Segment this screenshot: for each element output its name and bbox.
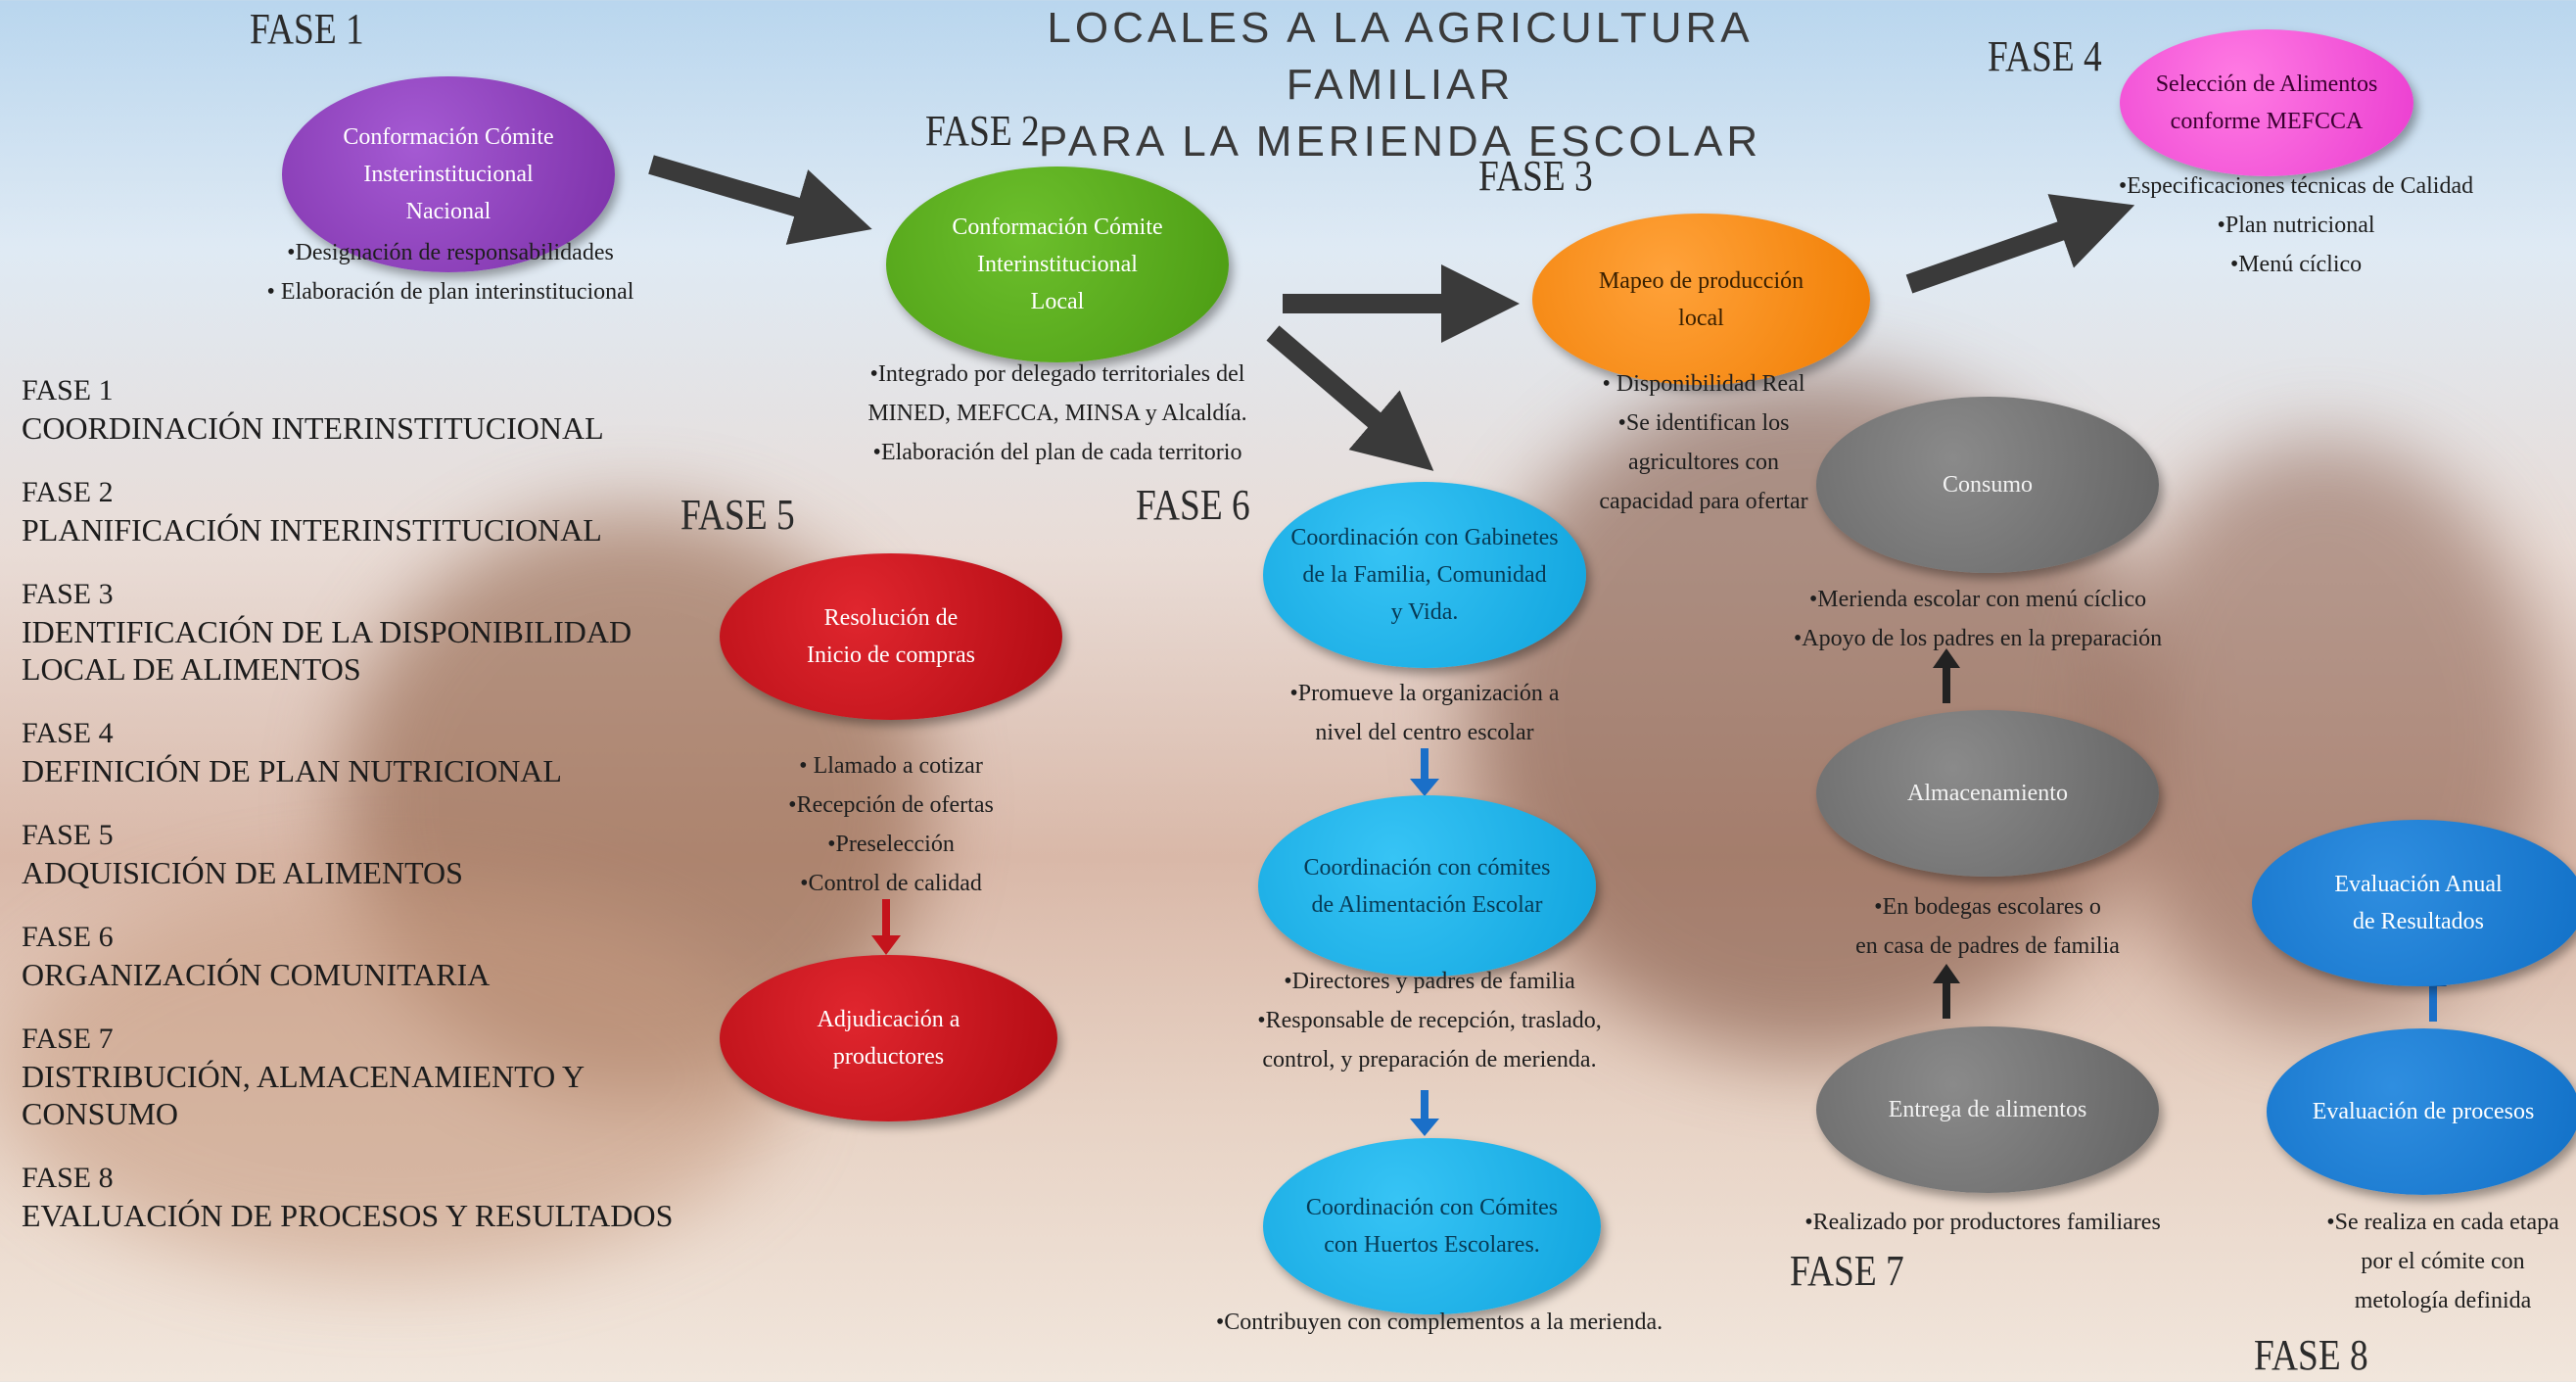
node-evaluacion-anual-label: Evaluación Anual de Resultados xyxy=(2334,872,2503,934)
phase-label-4: FASE 4 xyxy=(1988,32,2102,80)
node-entrega: Entrega de alimentos xyxy=(1816,1026,2159,1193)
phase-label-6: FASE 6 xyxy=(1136,481,1250,529)
phase-label-1: FASE 1 xyxy=(250,5,364,53)
legend-item-desc: ADQUISICIÓN DE ALIMENTOS xyxy=(22,855,463,890)
phase-label-3: FASE 3 xyxy=(1478,152,1593,200)
legend-item-number: FASE 2 xyxy=(22,476,114,508)
legend-item-desc: PLANIFICACIÓN INTERINSTITUCIONAL xyxy=(22,512,602,548)
node-comite-nacional: Conformación Cómite Insterinstitucional … xyxy=(282,76,615,272)
legend-item-number: FASE 8 xyxy=(22,1162,114,1194)
node-almacenamiento: Almacenamiento xyxy=(1816,710,2159,877)
node-consumo: Consumo xyxy=(1816,397,2159,573)
note-fase3: • Disponibilidad Real •Se identifican lo… xyxy=(1599,371,1808,514)
node-evaluacion-procesos: Evaluación de procesos xyxy=(2267,1028,2576,1195)
legend-item: FASE 6 ORGANIZACIÓN COMUNITARIA xyxy=(22,919,673,993)
title-line-2: PARA LA MERIENDA ESCOLAR xyxy=(1038,118,1762,166)
node-comite-local-label: Conformación Cómite Interinstitucional L… xyxy=(952,214,1163,314)
legend-item: FASE 2 PLANIFICACIÓN INTERINSTITUCIONAL xyxy=(22,474,673,548)
legend-item: FASE 7 DISTRIBUCIÓN, ALMACENAMIENTO Y CO… xyxy=(22,1021,673,1132)
legend-item-number: FASE 4 xyxy=(22,717,114,749)
phase-legend: FASE 1 COORDINACIÓN INTERINSTITUCIONAL F… xyxy=(22,372,673,1234)
node-adjudicacion-label: Adjudicación a productores xyxy=(817,1007,960,1070)
diagram-title: LOCALES A LA AGRICULTURA FAMILIAR PARA L… xyxy=(979,0,1821,170)
note-gabinetes: •Promueve la organización a nivel del ce… xyxy=(1289,681,1560,745)
node-consumo-label: Consumo xyxy=(1942,472,2033,498)
node-seleccion-label: Selección de Alimentos conforme MEFCCA xyxy=(2155,71,2378,134)
node-seleccion: Selección de Alimentos conforme MEFCCA xyxy=(2120,29,2413,176)
legend-item-number: FASE 7 xyxy=(22,1023,114,1055)
legend-item-desc: COORDINACIÓN INTERINSTITUCIONAL xyxy=(22,410,604,446)
note-fase1: •Designación de responsabilidades • Elab… xyxy=(266,240,634,305)
legend-item-desc: DEFINICIÓN DE PLAN NUTRICIONAL xyxy=(22,753,562,788)
title-line-1: LOCALES A LA AGRICULTURA FAMILIAR xyxy=(1047,4,1754,109)
legend-item-number: FASE 3 xyxy=(22,578,114,610)
legend-item-desc: IDENTIFICACIÓN DE LA DISPONIBILIDAD LOCA… xyxy=(22,614,632,687)
node-resolucion: Resolución de Inicio de compras xyxy=(720,553,1062,720)
legend-item-number: FASE 6 xyxy=(22,921,114,953)
note-entrega: •Realizado por productores familiares xyxy=(1804,1210,2161,1235)
note-fase4: •Especificaciones técnicas de Calidad •P… xyxy=(2118,173,2474,277)
legend-item-desc: DISTRIBUCIÓN, ALMACENAMIENTO Y CONSUMO xyxy=(22,1059,585,1131)
legend-item: FASE 5 ADQUISICIÓN DE ALIMENTOS xyxy=(22,817,673,891)
legend-item: FASE 4 DEFINICIÓN DE PLAN NUTRICIONAL xyxy=(22,715,673,789)
phase-label-7: FASE 7 xyxy=(1790,1247,1904,1295)
legend-item-desc: EVALUACIÓN DE PROCESOS Y RESULTADOS xyxy=(22,1198,674,1233)
node-entrega-label: Entrega de alimentos xyxy=(1888,1097,2087,1122)
legend-item: FASE 8 EVALUACIÓN DE PROCESOS Y RESULTAD… xyxy=(22,1160,673,1234)
legend-item: FASE 1 COORDINACIÓN INTERINSTITUCIONAL xyxy=(22,372,673,447)
legend-item-desc: ORGANIZACIÓN COMUNITARIA xyxy=(22,957,491,992)
legend-item-number: FASE 1 xyxy=(22,374,114,406)
node-comite-local: Conformación Cómite Interinstitucional L… xyxy=(886,167,1229,362)
node-evaluacion-anual: Evaluación Anual de Resultados xyxy=(2252,820,2576,986)
node-gabinetes: Coordinación con Gabinetes de la Familia… xyxy=(1263,482,1586,668)
arrow-fase1-to-fase2 xyxy=(648,155,872,245)
phase-label-8: FASE 8 xyxy=(2254,1331,2368,1379)
note-evaluacion: •Se realiza en cada etapa por el cómite … xyxy=(2326,1210,2559,1313)
node-huertos: Coordinación con Cómites con Huertos Esc… xyxy=(1263,1138,1601,1314)
node-resolucion-label: Resolución de Inicio de compras xyxy=(807,605,975,668)
node-alimentacion-label: Coordinación con cómites de Alimentación… xyxy=(1303,854,1551,918)
node-mapeo-label: Mapeo de producción local xyxy=(1598,267,1804,331)
node-evaluacion-procesos-label: Evaluación de procesos xyxy=(2312,1099,2535,1124)
note-alimentacion: •Directores y padres de familia •Respons… xyxy=(1257,969,1602,1072)
arrow-fase2-to-fase6 xyxy=(1266,325,1434,471)
node-huertos-label: Coordinación con Cómites con Huertos Esc… xyxy=(1305,1195,1559,1258)
legend-item-number: FASE 5 xyxy=(22,819,114,851)
arrow-fase3-to-fase4 xyxy=(1905,194,2135,294)
legend-item: FASE 3 IDENTIFICACIÓN DE LA DISPONIBILID… xyxy=(22,576,673,688)
node-mapeo: Mapeo de producción local xyxy=(1532,214,1870,385)
background-blur xyxy=(0,882,783,1273)
note-almacenamiento: •En bodegas escolares o en casa de padre… xyxy=(1855,894,2120,959)
note-fase5: • Llamado a cotizar •Recepción de oferta… xyxy=(788,753,994,896)
node-comite-nacional-label: Conformación Cómite Insterinstitucional … xyxy=(343,124,554,224)
note-fase2: •Integrado por delegado territoriales de… xyxy=(867,361,1247,465)
node-almacenamiento-label: Almacenamiento xyxy=(1907,781,2068,806)
note-consumo: •Merienda escolar con menú cíclico •Apoy… xyxy=(1793,587,2163,651)
phase-label-2: FASE 2 xyxy=(925,107,1040,155)
phase-label-5: FASE 5 xyxy=(680,491,795,539)
node-alimentacion: Coordinación con cómites de Alimentación… xyxy=(1258,795,1596,977)
node-gabinetes-label: Coordinación con Gabinetes de la Familia… xyxy=(1290,525,1559,625)
note-huertos: •Contribuyen con complementos a la merie… xyxy=(1215,1310,1663,1335)
node-adjudicacion: Adjudicación a productores xyxy=(720,955,1057,1121)
